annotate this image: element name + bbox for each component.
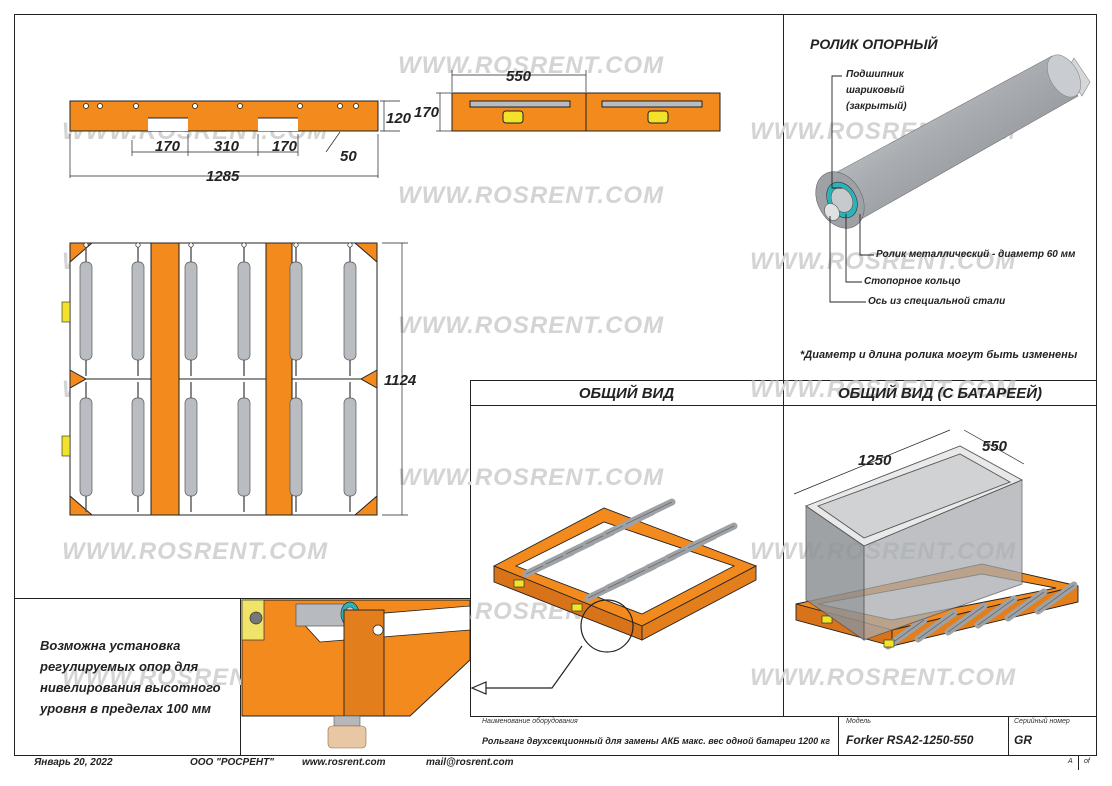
plan-roller [237, 397, 251, 497]
roller-bearing-l1: Подшипник [846, 69, 904, 80]
dim-170-height: 170 [414, 104, 440, 121]
plan-roller-bolt [347, 242, 353, 248]
dim-1285: 1285 [206, 168, 240, 185]
battery-view-roller-axle [917, 612, 955, 640]
watermark: WWW.ROSRENT.COM [398, 52, 665, 79]
watermark: WWW.ROSRENT.COM [398, 182, 665, 209]
dim-120: 120 [386, 110, 412, 127]
dim-550-iso: 550 [982, 438, 1008, 455]
dim-170-left: 170 [155, 138, 181, 155]
plan-roller [343, 397, 357, 497]
plan-roller [184, 397, 198, 497]
plan-roller [343, 261, 357, 361]
title-block-col2 [1008, 716, 1010, 756]
divider-detail-mid [240, 598, 242, 756]
iso-clamp [571, 603, 583, 612]
serial-value: GR [1014, 733, 1032, 747]
dim-170-right: 170 [272, 138, 298, 155]
battery-view-roller-axle [947, 605, 985, 633]
dim-1250: 1250 [858, 452, 892, 469]
sheet-divider [1078, 756, 1080, 770]
equipment-label: Наименование оборудования [482, 718, 578, 725]
dim-550-front: 550 [506, 68, 532, 85]
dim-1124: 1124 [384, 372, 417, 389]
plan-roller-bolt [135, 242, 141, 248]
dim-50: 50 [340, 148, 357, 165]
battery-view-roller-axle [1007, 591, 1045, 619]
footer-sheet-of: of [1084, 758, 1090, 765]
watermark: WWW.ROSRENT.COM [750, 248, 1017, 275]
watermark: WWW.ROSRENT.COM [62, 538, 329, 565]
model-label: Модель [846, 718, 871, 725]
roller-bearing-l3: (закрытый) [846, 101, 907, 112]
general-view-battery-title: ОБЩИЙ ВИД (С БАТАРЕЕЙ) [837, 385, 1043, 402]
plan-roller [184, 261, 198, 361]
iso-clamp [513, 579, 525, 588]
roller-axle-label: Ось из специальной стали [868, 296, 1006, 307]
plan-side-clamp [61, 301, 71, 323]
divider-views-title [470, 405, 1097, 407]
general-view-title: ОБЩИЙ ВИД [578, 385, 675, 402]
roller-title: РОЛИК ОПОРНЫЙ [810, 36, 938, 52]
title-block-col1 [838, 716, 840, 756]
plan-roller [131, 397, 145, 497]
title-block-top [470, 716, 1097, 718]
plan-roller [289, 397, 303, 497]
roller-size-note: *Диаметр и длина ролика могут быть измен… [800, 349, 1078, 361]
battery-view-clamp [883, 639, 895, 648]
divider-right-column [783, 14, 785, 716]
plan-roller [79, 261, 93, 361]
iso-roller-axle [625, 501, 673, 525]
model-value: Forker RSA2-1250-550 [846, 733, 974, 747]
battery-view-roller-axle [1037, 584, 1075, 612]
adjust-note-l2: регулируемых опор для [40, 659, 199, 674]
dim-310: 310 [214, 138, 240, 155]
roller-metal-label: Ролик металлический - диаметр 60 мм [876, 249, 1076, 260]
footer-site: www.rosrent.com [302, 757, 386, 768]
footer-date: Январь 20, 2022 [34, 757, 113, 768]
plan-roller-bolt [293, 242, 299, 248]
plan-roller [289, 261, 303, 361]
watermark: WWW.ROSRENT.COM [750, 664, 1017, 691]
roller-bearing-l2: шариковый [846, 85, 905, 96]
divider-views-top [470, 380, 1097, 382]
plan-roller-bolt [241, 242, 247, 248]
roller-ring-label: Стопорное кольцо [864, 276, 961, 287]
plan-roller [79, 397, 93, 497]
watermark: WWW.ROSRENT.COM [398, 312, 665, 339]
adjust-note-l1: Возможна установка [40, 638, 181, 653]
serial-label: Серийный номер [1014, 718, 1070, 725]
divider-views-left [470, 380, 472, 716]
drawing-frame [14, 14, 1097, 756]
equipment-value: Рольганг двухсекционный для замены АКБ м… [482, 736, 831, 746]
adjust-note-l3: нивелирования высотного [40, 680, 221, 695]
iso-roller-axle [687, 525, 735, 549]
watermark: WWW.ROSRENT.COM [750, 376, 1017, 403]
plan-roller-bolt [188, 242, 194, 248]
plan-side-clamp [61, 435, 71, 457]
battery-view-roller-axle [977, 598, 1015, 626]
watermark: WWW.ROSRENT.COM [398, 464, 665, 491]
battery-view-clamp [821, 615, 833, 624]
adjust-note-l4: уровня в пределах 100 мм [40, 701, 211, 716]
plan-roller [237, 261, 251, 361]
footer-mail: mail@rosrent.com [426, 757, 514, 768]
plan-roller-bolt [83, 242, 89, 248]
footer-company: ООО "РОСРЕНТ" [190, 757, 274, 768]
divider-detail-top [14, 598, 470, 600]
plan-roller [131, 261, 145, 361]
footer-sheet: A [1068, 758, 1073, 765]
